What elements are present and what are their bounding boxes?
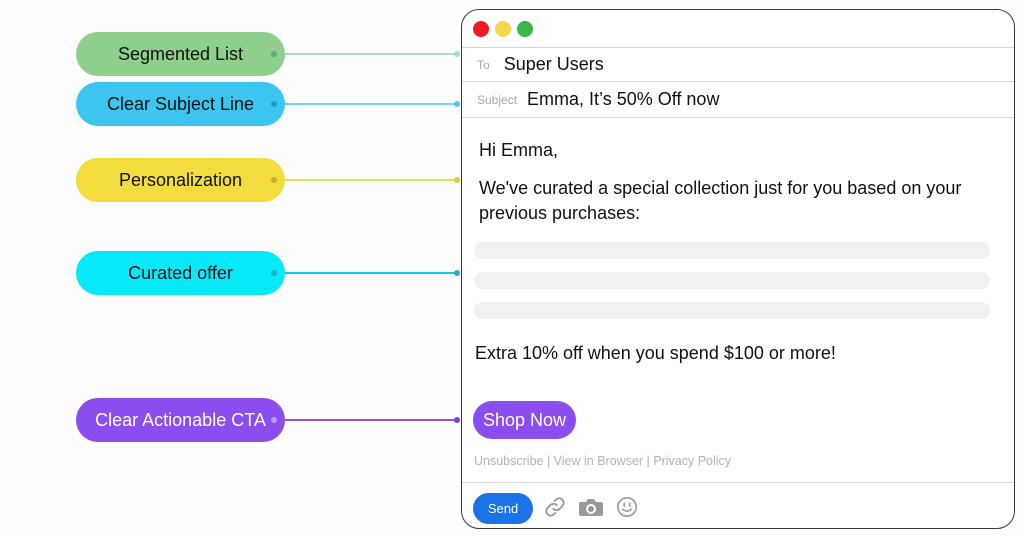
close-window-button[interactable] <box>473 21 489 37</box>
to-label: To <box>477 57 490 72</box>
email-body[interactable]: Hi Emma, We've curated a special collect… <box>462 118 1014 483</box>
annotation-dot <box>271 51 277 57</box>
compose-toolbar: Send <box>462 483 1014 528</box>
annotation-clear-actionable-cta: Clear Actionable CTA <box>76 398 285 442</box>
email-offer-text: Extra 10% off when you spend $100 or mor… <box>475 343 836 363</box>
product-placeholder-bar <box>474 242 990 259</box>
connector-end <box>454 51 460 57</box>
email-intro-text: We've curated a special collection just … <box>479 178 962 223</box>
connector-curated-offer <box>285 270 460 276</box>
annotation-curated-offer: Curated offer <box>76 251 285 295</box>
to-field-row[interactable]: To Super Users <box>462 48 1014 82</box>
shop-now-button[interactable]: Shop Now <box>473 401 576 439</box>
connector-end <box>454 177 460 183</box>
connector-end <box>454 101 460 107</box>
connector-clear-actionable-cta <box>285 417 460 423</box>
connector-segmented-list <box>285 51 460 57</box>
maximize-window-button[interactable] <box>517 21 533 37</box>
annotation-dot <box>271 177 277 183</box>
connector-personalization <box>285 177 460 183</box>
annotation-personalization: Personalization <box>76 158 285 202</box>
annotation-label: Personalization <box>118 169 243 190</box>
send-button[interactable]: Send <box>473 493 533 524</box>
annotation-label: Clear Actionable CTA <box>95 409 266 430</box>
annotation-label: Clear Subject Line <box>106 93 255 114</box>
connector-clear-subject-line <box>285 101 460 107</box>
annotation-segmented-list: Segmented List <box>76 32 285 76</box>
subject-field-row[interactable]: Subject Emma, It’s 50% Off now <box>462 82 1014 118</box>
connector-end <box>454 270 460 276</box>
annotation-dot <box>271 101 277 107</box>
annotation-dot <box>271 417 277 423</box>
product-placeholder-bar <box>474 272 990 289</box>
connector-end <box>454 417 460 423</box>
subject-field[interactable]: Emma, It’s 50% Off now <box>527 89 720 109</box>
email-greeting: Hi Emma, <box>479 140 559 160</box>
annotation-clear-subject-line: Clear Subject Line <box>76 82 285 126</box>
annotation-label: Curated offer <box>128 262 233 283</box>
subject-label: Subject <box>477 92 518 107</box>
link-icon[interactable] <box>544 496 566 523</box>
annotation-dot <box>271 270 277 276</box>
annotation-label: Segmented List <box>117 43 244 64</box>
camera-icon[interactable] <box>578 496 604 523</box>
smile-icon[interactable] <box>616 496 638 523</box>
email-footer-links[interactable]: Unsubscribe | View in Browser | Privacy … <box>474 454 732 468</box>
window-titlebar <box>462 10 1014 48</box>
to-field[interactable]: Super Users <box>503 54 604 74</box>
product-placeholder-bar <box>474 302 990 319</box>
minimize-window-button[interactable] <box>495 21 511 37</box>
email-compose-window: To Super Users Subject Emma, It’s 50% Of… <box>461 9 1015 529</box>
